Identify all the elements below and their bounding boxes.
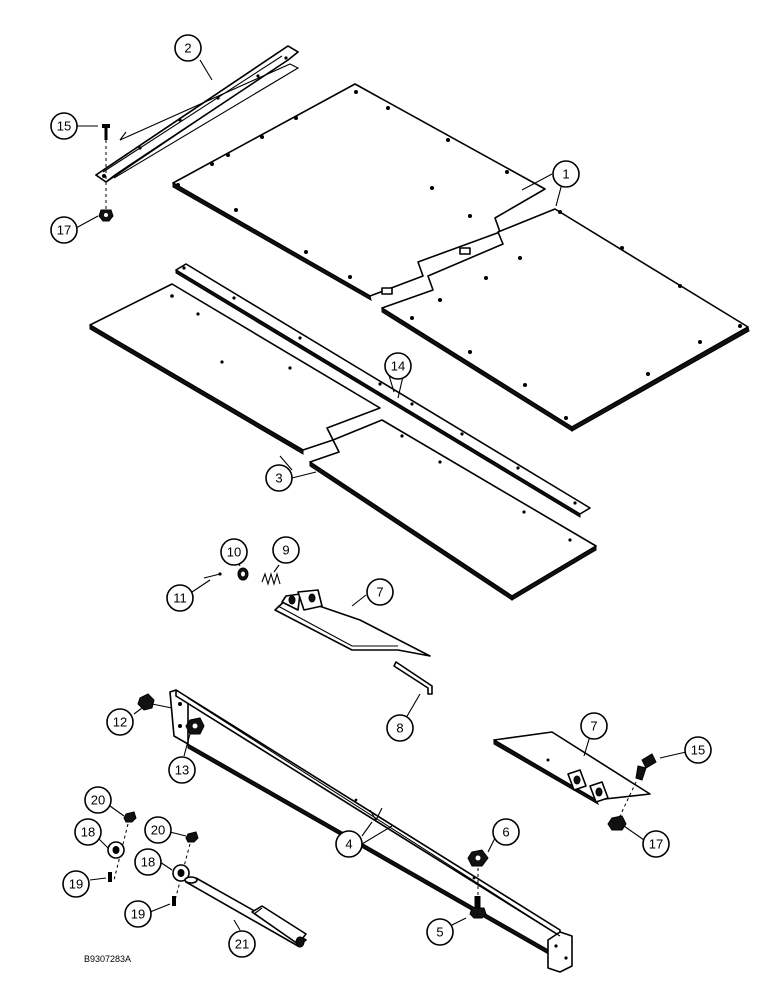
rod-part-8: [393, 661, 433, 695]
callout-15-lower: 15: [684, 736, 712, 764]
clamp-part-18-left: [107, 841, 125, 859]
callout-12-label: 12: [113, 715, 127, 730]
callout-9: 9: [272, 536, 300, 564]
callout-20-left-label: 20: [91, 793, 105, 808]
callout-13-label: 13: [175, 763, 189, 778]
callout-10: 10: [220, 538, 248, 566]
plate-part-3: [89, 283, 597, 601]
assembly-axis-left: [113, 823, 129, 881]
callout-2-label: 2: [184, 41, 191, 56]
handle-part-21: [184, 876, 307, 948]
nut-part-17-upper: [98, 209, 114, 222]
callout-8: 8: [386, 714, 414, 742]
callout-18-left-label: 18: [81, 825, 95, 840]
callout-1-label: 1: [562, 167, 569, 182]
callout-9-label: 9: [282, 543, 289, 558]
callout-3-label: 3: [275, 471, 282, 486]
screw-part-15-lower: [635, 753, 657, 781]
leader-lines: [75, 59, 687, 931]
callout-8-label: 8: [396, 721, 403, 736]
bolt-part-5: [469, 896, 487, 919]
callout-10-label: 10: [227, 545, 241, 560]
washer-part-10: [237, 567, 249, 581]
callout-18-center: 18: [134, 848, 162, 876]
callout-17-upper-label: 17: [57, 223, 71, 238]
callout-2: 2: [174, 34, 202, 62]
callout-19-left-label: 19: [69, 877, 83, 892]
callout-5-label: 5: [436, 925, 443, 940]
screw-part-15-upper: [102, 124, 110, 210]
strip-part-14: [175, 263, 591, 518]
floor-plate-part-1: [172, 83, 750, 432]
callout-14-label: 14: [391, 359, 405, 374]
screw-axis-line: [619, 781, 637, 817]
screw-part-19-center: [172, 896, 176, 906]
callout-19-left: 19: [62, 870, 90, 898]
callout-6-label: 6: [502, 825, 509, 840]
callout-14: 14: [384, 352, 412, 380]
callout-4-label: 4: [345, 837, 352, 852]
callout-11-label: 11: [173, 591, 187, 606]
callout-1: 1: [552, 160, 580, 188]
callout-7-upper-label: 7: [376, 585, 383, 600]
nut-part-17-lower: [607, 815, 627, 831]
callout-17-lower-label: 17: [649, 837, 663, 852]
callout-5: 5: [426, 918, 454, 946]
nut-part-20-left: [123, 811, 137, 823]
callout-20-left: 20: [84, 786, 112, 814]
callout-7-lower-label: 7: [590, 719, 597, 734]
screw-part-19-left: [108, 872, 112, 882]
callout-7-upper: 7: [366, 578, 394, 606]
callout-21: 21: [228, 930, 256, 958]
latch-bracket-part-7-upper: [274, 589, 431, 657]
callout-15-upper: 15: [50, 112, 78, 140]
callout-13: 13: [168, 756, 196, 784]
nut-part-20-center: [185, 831, 199, 843]
callout-15-lower-label: 15: [691, 743, 705, 758]
callout-19-center: 19: [124, 900, 152, 928]
clamp-part-18-center: [172, 864, 190, 882]
latch-bracket-part-7-lower: [493, 731, 651, 806]
callout-20-center: 20: [144, 816, 172, 844]
callout-6: 6: [492, 818, 520, 846]
spring-part-9: [261, 572, 281, 586]
angle-bracket-part-2: [95, 45, 300, 183]
callout-20-center-label: 20: [151, 823, 165, 838]
callout-7-lower: 7: [580, 712, 608, 740]
nut-part-6: [467, 849, 489, 867]
nut-part-13: [185, 717, 205, 735]
callout-15-upper-label: 15: [57, 119, 71, 134]
callout-3: 3: [265, 464, 293, 492]
callout-19-center-label: 19: [131, 907, 145, 922]
bar-part-4: [169, 689, 573, 973]
callout-21-label: 21: [235, 937, 249, 952]
bolt-part-12: [137, 693, 173, 711]
callout-17-lower: 17: [642, 830, 670, 858]
pin-part-11: [203, 572, 222, 579]
callout-12: 12: [106, 708, 134, 736]
callout-11: 11: [166, 584, 194, 612]
callout-18-center-label: 18: [141, 855, 155, 870]
callout-17-upper: 17: [50, 216, 78, 244]
callout-18-left: 18: [74, 818, 102, 846]
callout-4: 4: [335, 830, 363, 858]
figure-reference-code: B9307283A: [84, 954, 131, 964]
